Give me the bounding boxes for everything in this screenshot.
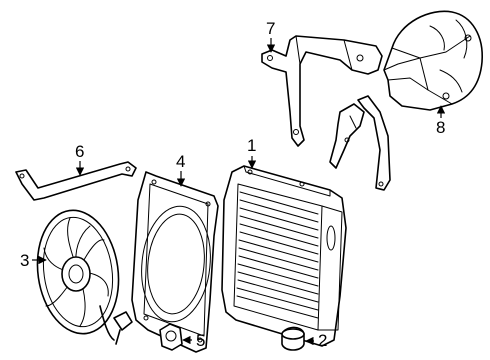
callout-label: 6 bbox=[75, 142, 84, 161]
callout-label: 1 bbox=[247, 136, 256, 155]
callout-label: 3 bbox=[20, 251, 29, 270]
part-fan bbox=[36, 209, 133, 345]
callout-4: 4 bbox=[176, 152, 185, 187]
callout-label: 7 bbox=[266, 19, 275, 38]
radiator-fins bbox=[236, 191, 319, 319]
part-fan-shroud bbox=[131, 171, 219, 353]
callout-label: 2 bbox=[318, 331, 327, 350]
part-radiator bbox=[221, 165, 347, 347]
callout-1: 1 bbox=[247, 136, 256, 169]
part-grommet bbox=[281, 326, 305, 351]
part-upper-bracket bbox=[261, 35, 391, 191]
callout-8: 8 bbox=[436, 105, 445, 137]
callout-label: 8 bbox=[436, 118, 445, 137]
callout-3: 3 bbox=[20, 251, 47, 270]
part-air-duct bbox=[383, 10, 483, 111]
callout-label: 4 bbox=[176, 152, 185, 171]
part-nut bbox=[159, 323, 183, 351]
callout-5: 5 bbox=[182, 331, 205, 350]
callout-label: 5 bbox=[196, 331, 205, 350]
callout-7: 7 bbox=[266, 19, 275, 53]
callout-6: 6 bbox=[75, 142, 84, 176]
part-lower-bracket bbox=[15, 161, 137, 201]
callout-2: 2 bbox=[305, 331, 327, 350]
